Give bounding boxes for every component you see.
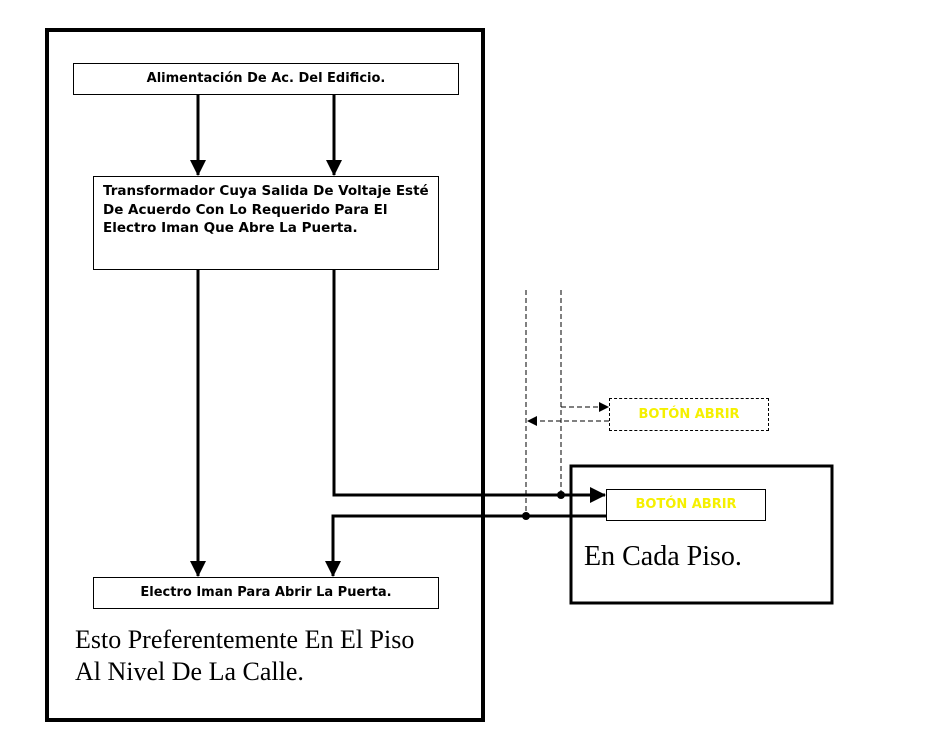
power-supply-box: Alimentación De Ac. Del Edificio. <box>73 63 459 95</box>
transformer-box: Transformador Cuya Salida De Voltaje Est… <box>93 176 439 270</box>
floor-open-button: BOTÓN ABRIR <box>606 489 766 521</box>
floor-frame <box>569 464 834 605</box>
electromagnet-box: Electro Iman Para Abrir La Puerta. <box>93 577 439 609</box>
wire-button-to-magnet <box>325 514 606 577</box>
each-floor-note: En Cada Piso. <box>584 541 742 572</box>
note-line: Al Nivel De La Calle. <box>75 657 304 686</box>
street-level-note: Esto Preferentemente En El Piso Al Nivel… <box>75 624 414 688</box>
note-line: Esto Preferentemente En El Piso <box>75 625 415 654</box>
junction-dot <box>557 491 565 499</box>
main-frame <box>45 28 485 722</box>
wire-transformer-to-button <box>332 270 606 503</box>
floor-open-button-dashed: BOTÓN ABRIR <box>609 398 769 431</box>
junction-dot <box>522 512 530 520</box>
